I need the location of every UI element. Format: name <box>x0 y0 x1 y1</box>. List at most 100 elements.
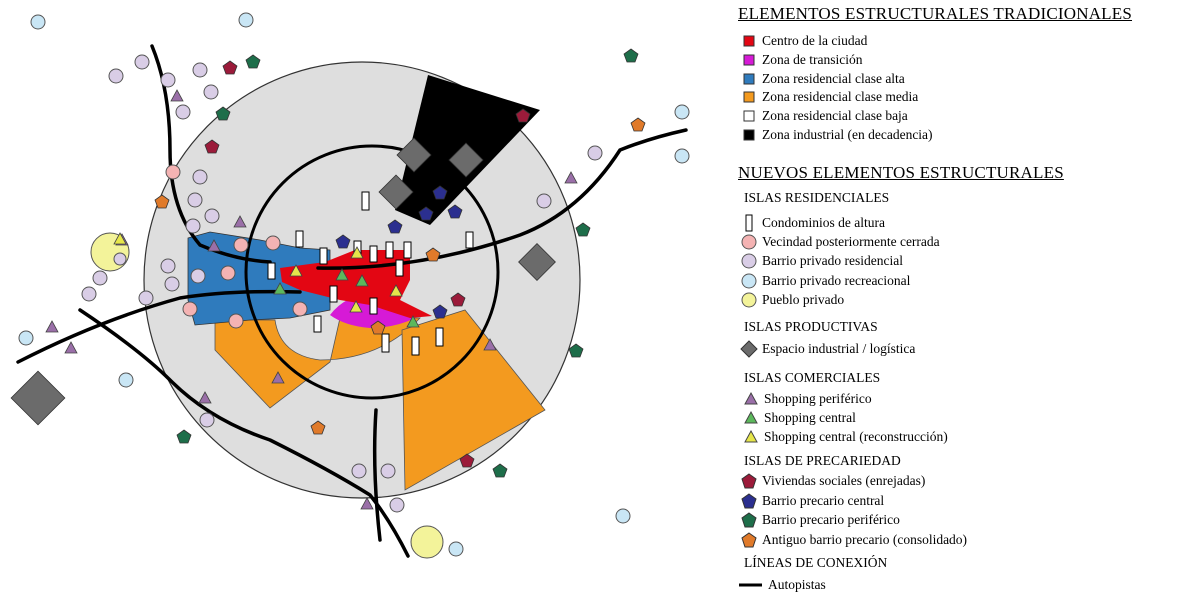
peripheral-precarious-pentagon <box>176 429 192 444</box>
pentagon-icon <box>740 531 758 549</box>
legend-item-residential: Pueblo privado <box>740 291 844 309</box>
line-icon <box>738 576 764 594</box>
peripheral-shopping <box>564 171 578 184</box>
peripheral-shopping <box>207 239 221 252</box>
legend-item-precarious: Barrio precario periférico <box>740 511 900 529</box>
private-recreational <box>118 372 134 388</box>
legend-item-residential: Vecindad posteriormente cerrada <box>740 233 940 251</box>
legend-label: Vecindad posteriormente cerrada <box>762 234 940 250</box>
tower-rectangle-icon <box>740 214 758 232</box>
private-residential <box>185 218 201 234</box>
residential-islands-heading: ISLAS RESIDENCIALES <box>744 190 890 205</box>
social-housing <box>204 60 531 468</box>
peripheral-precarious-pentagon <box>623 48 639 63</box>
private-residential <box>81 286 97 302</box>
legend-item-commercial: Shopping central <box>742 409 856 427</box>
peripheral-shoppings <box>45 89 578 510</box>
traditional-elements-title: ELEMENTOS ESTRUCTURALES TRADICIONALES <box>738 4 1133 23</box>
legend-item-precarious: Barrio precario central <box>740 492 884 510</box>
gated-neighborhood <box>182 301 198 317</box>
square-icon <box>740 107 758 125</box>
pentagon-icon <box>740 492 758 510</box>
legend-item-traditional: Zona residencial clase baja <box>740 107 908 125</box>
peripheral-shopping <box>233 215 247 228</box>
private-residential <box>380 463 396 479</box>
square-icon <box>740 126 758 144</box>
social-housing-pentagon <box>459 453 475 468</box>
legend-label: Zona residencial clase baja <box>762 108 908 124</box>
private-residential <box>203 84 219 100</box>
peripheral-shopping <box>64 341 78 354</box>
legend-label: Zona residencial clase alta <box>762 70 905 86</box>
old-precarious-pentagon <box>370 320 386 335</box>
legend: ELEMENTOS ESTRUCTURALES TRADICIONALES Ce… <box>738 0 1183 595</box>
central-precarious-pentagon <box>335 234 351 249</box>
legend-label: Viviendas sociales (enrejadas) <box>762 473 926 488</box>
old-precarious-pentagon <box>154 194 170 209</box>
tower <box>395 259 404 277</box>
peripheral-shopping <box>170 89 184 102</box>
legend-item-traditional: Centro de la ciudad <box>740 32 867 50</box>
peripheral-precarious-pentagon <box>245 54 261 69</box>
triangle-icon <box>742 428 760 446</box>
old-precarious <box>154 117 646 435</box>
private-town <box>410 525 444 559</box>
legend-label: Centro de la ciudad <box>762 33 868 48</box>
private-residential <box>199 412 215 428</box>
triangle-icon <box>742 409 760 427</box>
peripheral-precarious-pentagon <box>492 463 508 478</box>
city-structure-map <box>10 12 690 559</box>
legend-label: Espacio industrial / logística <box>762 341 916 356</box>
old-precarious-pentagon <box>310 420 326 435</box>
circle-icon <box>740 291 758 309</box>
productive-islands-heading: ISLAS PRODUCTIVAS <box>744 319 878 334</box>
precarious-islands-heading: ISLAS DE PRECARIEDAD <box>744 453 901 468</box>
private-recreational <box>30 14 46 30</box>
legend-item-commercial: Shopping central (reconstrucción) <box>742 428 948 446</box>
legend-label: Barrio precario central <box>762 492 885 508</box>
private-residential <box>92 270 108 286</box>
pentagon-icon <box>740 472 758 490</box>
social-housing-pentagon <box>204 139 220 154</box>
legend-item-productive: Espacio industrial / logística <box>740 340 915 358</box>
social-housing-pentagon <box>450 292 466 307</box>
industrial-islands <box>10 137 556 426</box>
tower <box>435 327 444 347</box>
tower <box>403 241 412 259</box>
central-shopping-reconstruction <box>349 300 363 313</box>
gated-neighborhood <box>265 235 281 251</box>
legend-label: Antiguo barrio precario (consolidado) <box>762 531 968 547</box>
private-residential <box>138 290 154 306</box>
gated-neighborhood <box>165 164 181 180</box>
private-residential <box>134 54 150 70</box>
legend-item-connection: Autopistas <box>738 576 826 594</box>
old-precarious-pentagon <box>425 247 441 262</box>
private-recreational <box>674 148 690 164</box>
square-icon <box>740 70 758 88</box>
tower <box>385 241 394 259</box>
highway-s <box>372 408 382 542</box>
gated-neighborhood <box>220 265 236 281</box>
legend-item-traditional: Zona residencial clase alta <box>740 70 905 88</box>
peripheral-precarious-pentagon <box>215 106 231 121</box>
legend-label: Shopping central <box>764 410 856 426</box>
central-precarious-pentagon <box>387 219 403 234</box>
legend-label: Shopping central (reconstrucción) <box>764 429 948 445</box>
tower <box>369 297 378 315</box>
private-residential <box>160 258 176 274</box>
legend-item-residential: Condominios de altura <box>740 214 885 232</box>
circle-icon <box>740 252 758 270</box>
central-shopping <box>355 274 369 287</box>
legend-item-commercial: Shopping periférico <box>742 390 872 408</box>
private-residential <box>204 208 220 224</box>
legend-item-traditional: Zona industrial (en decadencia) <box>740 126 933 144</box>
gated-neighborhood <box>233 237 249 253</box>
tower <box>369 245 378 263</box>
legend-label: Zona residencial clase media <box>762 89 919 105</box>
gated-neighborhood <box>228 313 244 329</box>
triangle-icon <box>742 390 760 408</box>
peripheral-precarious <box>176 48 639 478</box>
circle-icon <box>740 233 758 251</box>
central-shopping <box>406 315 420 328</box>
tower <box>319 247 328 265</box>
